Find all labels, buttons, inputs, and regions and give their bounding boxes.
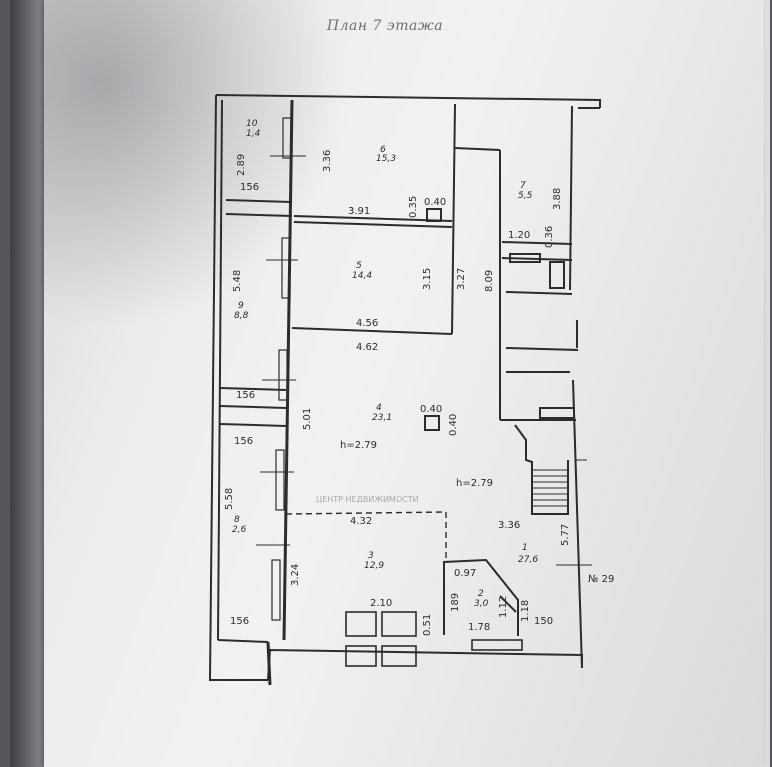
dim-label: 5.77 — [560, 524, 571, 546]
room-5-number: 5 — [356, 261, 362, 271]
room-7-area: 5,5 — [518, 191, 533, 201]
dim-label: 0.40 — [424, 197, 446, 208]
room-6-number: 6 — [380, 145, 386, 155]
dim-label: 156 — [240, 182, 259, 193]
room-5-area: 14,4 — [352, 271, 372, 281]
dim-label: 5.58 — [224, 488, 235, 510]
dim-label: 3.88 — [552, 188, 563, 210]
room-2-area: 3,0 — [474, 599, 489, 609]
dim-label: 0.40 — [420, 404, 442, 415]
dim-label: 2.89 — [236, 154, 247, 176]
room-7-number: 7 — [520, 181, 526, 191]
room-10-area: 1,4 — [246, 129, 261, 139]
dim-label: 4.32 — [350, 516, 372, 527]
dim-label: 1.20 — [508, 230, 530, 241]
dim-label: 1.12 — [498, 596, 509, 618]
dim-label: 3.36 — [498, 520, 520, 531]
dim-label: 4.62 — [356, 342, 378, 353]
dim-label: 1.78 — [468, 622, 490, 633]
room-3-number: 3 — [368, 551, 374, 561]
dim-label: 3.24 — [290, 564, 301, 586]
dim-label: 156 — [230, 616, 249, 627]
dim-label: 2.10 — [370, 598, 392, 609]
plan-title: План 7 этажа — [326, 18, 444, 34]
dim-label: 3.27 — [456, 268, 467, 290]
room-9-area: 8,8 — [234, 311, 249, 321]
dim-label: 3.15 — [422, 268, 433, 290]
dim-label: 150 — [534, 616, 553, 627]
apartment-number: № 29 — [588, 574, 614, 585]
dim-label: 0.97 — [454, 568, 476, 579]
dim-label: 3.91 — [348, 206, 370, 217]
dim-label: 5.48 — [232, 270, 243, 292]
dim-label: 4.56 — [356, 318, 378, 329]
dim-label: 8.09 — [484, 270, 495, 292]
room-8-number: 8 — [234, 515, 240, 525]
room-3-area: 12,9 — [364, 561, 384, 571]
dim-label: 5.01 — [302, 408, 313, 430]
room-4-number: 4 — [376, 403, 382, 413]
room-8-area: 2,6 — [232, 525, 247, 535]
room-1-area: 27,6 — [518, 555, 538, 565]
ceiling-height-label: h=2.79 — [456, 478, 493, 489]
room-1-number: 1 — [522, 543, 528, 553]
room-6-area: 15,3 — [376, 154, 396, 164]
dim-label: 3.36 — [322, 150, 333, 172]
dim-label: 189 — [450, 593, 461, 612]
ceiling-height-label: h=2.79 — [340, 440, 377, 451]
room-4-area: 23,1 — [372, 413, 392, 423]
dim-label: 1.18 — [520, 600, 531, 622]
room-10-number: 10 — [246, 119, 258, 129]
dim-label: 0.36 — [544, 226, 555, 248]
room-2-number: 2 — [478, 589, 484, 599]
dim-label: 0.40 — [448, 414, 459, 436]
dim-label: 0.35 — [408, 196, 419, 218]
room-9-number: 9 — [238, 301, 244, 311]
dim-label: 156 — [234, 436, 253, 447]
watermark: ЦЕНТР НЕДВИЖИМОСТИ — [316, 495, 419, 504]
dim-label: 156 — [236, 390, 255, 401]
paper-stack-edge — [10, 0, 46, 767]
dim-label: 0.51 — [422, 614, 433, 636]
